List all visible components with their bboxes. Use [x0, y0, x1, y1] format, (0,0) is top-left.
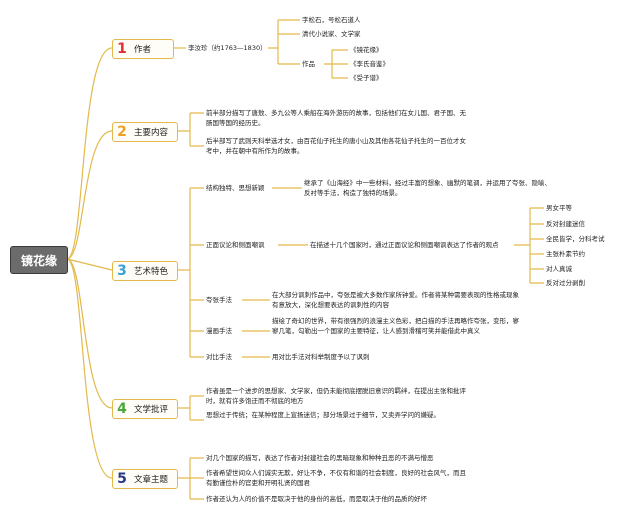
author-name[interactable]: 李汝珍（约1763—1830） [188, 44, 267, 52]
view-item[interactable]: 对人真诚 [546, 265, 572, 273]
theme-item[interactable]: 作者希望世间众人们诚实无欺，好让不争，不仅有和谐的社会制度，良好的社会风气，而且… [206, 469, 466, 487]
branch-content[interactable]: 2 主要内容 [112, 122, 178, 142]
view-item[interactable]: 反对过分剥削 [546, 279, 585, 287]
work-item[interactable]: 《镜花缘》 [350, 46, 383, 54]
view-item[interactable]: 主张朴素节约 [546, 250, 585, 258]
branch-number: 3 [117, 263, 127, 279]
branch-number: 5 [117, 471, 127, 487]
theme-item[interactable]: 作者还认为人的价值不是取决于他的身份的高低，而是取决于他的品质的好坏 [206, 495, 427, 503]
criticism-item[interactable]: 作者虽是一个进步的思想家、文学家，但仍未能彻底摆脱旧意识的羁绊，在提出主张和批评… [206, 387, 466, 405]
art-item[interactable]: 正面议论和侧面嘲讽 [206, 241, 265, 249]
criticism-item[interactable]: 思想过于传统；在某种程度上宣扬迷信；部分场景过于细节，又卖弄学问的嫌疑。 [206, 411, 440, 419]
branch-art[interactable]: 3 艺术特色 [112, 261, 178, 281]
author-identity[interactable]: 清代小说家、文学家 [302, 30, 361, 38]
theme-item[interactable]: 对几个国家的描写，表达了作者对封建社会的黑暗现象和种种丑恶的不满与憎恶 [206, 454, 434, 462]
art-desc[interactable]: 用对比手法对科举制度予以了讽刺 [272, 353, 370, 361]
content-first-half[interactable]: 前半部分描写了唐敖、多九公等人乘船在海外游历的故事，包括他们在女儿国、君子国、无… [206, 109, 466, 127]
art-item[interactable]: 夸张手法 [206, 296, 232, 304]
art-item[interactable]: 对比手法 [206, 353, 232, 361]
art-item[interactable]: 结构独特、思想新颖 [206, 184, 265, 192]
art-desc[interactable]: 描绘了奇幻的世界，带有很强烈的浪漫主义色彩，把白描的手法再略作夸张，变形，寥寥几… [272, 317, 519, 335]
branch-author[interactable]: 1 作者 [112, 39, 174, 59]
art-item[interactable]: 漫画手法 [206, 327, 232, 335]
branch-number: 1 [117, 41, 127, 57]
root-node[interactable]: 镜花缘 [10, 246, 68, 274]
author-style-name[interactable]: 字松石，号松石道人 [302, 16, 361, 24]
content-second-half[interactable]: 后半部写了武则天科举选才女，由百花仙子托生的唐小山及其他各花仙子托生的一百位才女… [206, 137, 466, 155]
branch-label: 文学批评 [134, 405, 169, 415]
art-desc[interactable]: 在描述十几个国家时，通过正面议论和侧面嘲讽表达了作者的观点 [310, 241, 499, 249]
branch-criticism[interactable]: 4 文学批评 [112, 399, 178, 419]
branch-label: 艺术特色 [134, 267, 169, 277]
work-item[interactable]: 《李氏音鉴》 [350, 60, 389, 68]
branch-label: 作者 [134, 45, 152, 55]
view-item[interactable]: 全民皆学，分科考试 [546, 235, 605, 243]
branch-label: 主要内容 [134, 128, 169, 138]
view-item[interactable]: 反对封建迷信 [546, 220, 585, 228]
view-item[interactable]: 男女平等 [546, 204, 572, 212]
branch-number: 4 [117, 401, 127, 417]
author-works-label[interactable]: 作品 [302, 60, 315, 68]
art-desc[interactable]: 继承了《山海经》中一些材料，经过丰富的想象、幽默的笔调，并运用了夸张、隐喻、反衬… [304, 179, 551, 197]
branch-label: 文章主题 [134, 475, 169, 485]
branch-number: 2 [117, 124, 127, 140]
work-item[interactable]: 《受子谱》 [350, 74, 383, 82]
branch-theme[interactable]: 5 文章主题 [112, 469, 178, 489]
art-desc[interactable]: 在大部分讽刺作品中，夸张是被大多数作家所钟爱。作者将某种需要表现的性格或现象有意… [272, 291, 519, 309]
